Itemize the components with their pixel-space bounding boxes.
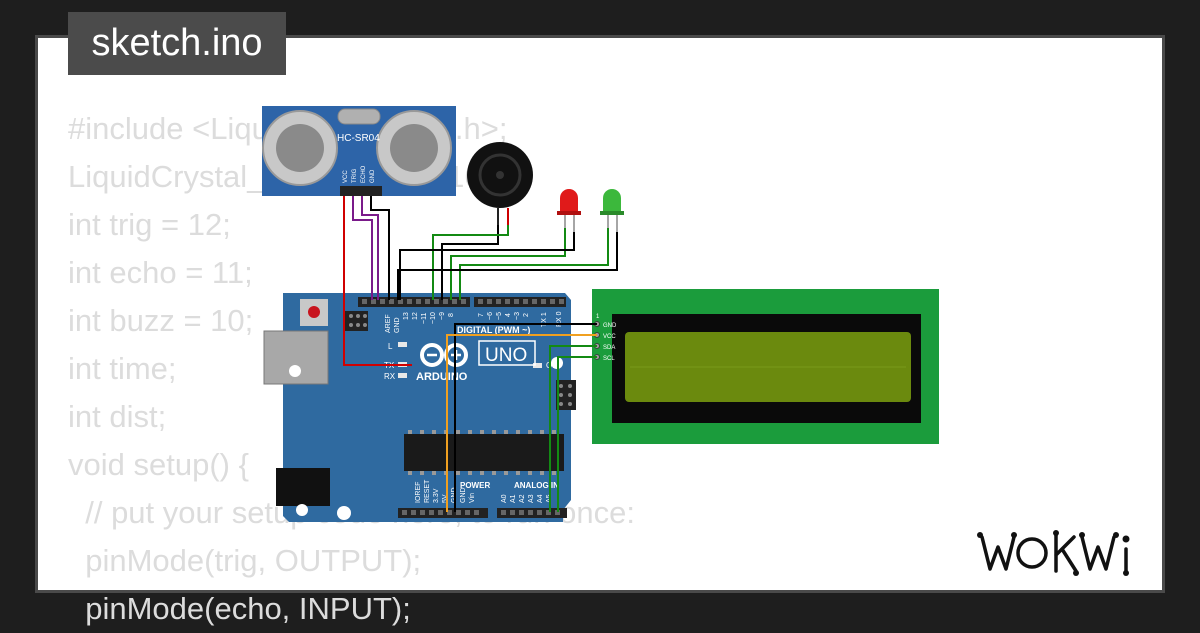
code-line: void setup() {	[68, 447, 249, 482]
pin-label-tx1: TX 1	[541, 312, 548, 327]
power-jack	[276, 468, 330, 506]
led-label-on: ON	[546, 361, 558, 370]
pin-label-11: ~11	[421, 313, 428, 324]
wires	[343, 196, 618, 512]
pin-label-8: 8	[448, 313, 455, 317]
file-tab[interactable]: sketch.ino	[68, 12, 286, 75]
lcd-display[interactable]: 1 GND VCC SDA SCL	[592, 289, 939, 444]
sensor-pin-trig: TRIG	[352, 168, 358, 183]
led-label-l: L	[388, 342, 393, 351]
pin-label-3: ~3	[514, 312, 521, 320]
pin-label-4: 4	[505, 313, 512, 317]
ultrasonic-sensor[interactable]: HC-SR04 VCC TRIG ECHO GND	[262, 106, 456, 196]
code-line: pinMode(echo, INPUT);	[68, 591, 411, 626]
digital-header-label: DIGITAL (PWM ~)	[457, 325, 530, 335]
arduino-uno-board[interactable]: AREF GND 13 12 ~11 ~10 ~9 8 7 ~6 ~5 4 ~3…	[263, 293, 576, 522]
pin-label-9: ~9	[439, 312, 446, 320]
pin-label-5: ~5	[496, 312, 503, 320]
pin-label-aref: AREF	[385, 314, 392, 333]
power-header-label: POWER	[460, 481, 490, 490]
wokwi-logo	[977, 530, 1130, 576]
lcd-pin-one: 1	[596, 314, 600, 320]
wire-vcc	[343, 196, 412, 366]
code-line: int dist;	[68, 399, 167, 434]
arduino-brand-label: ARDUINO	[416, 371, 468, 383]
digital-header-left	[358, 297, 470, 307]
code-line: pinMode(trig, OUTPUT);	[68, 543, 422, 578]
arduino-model-label: UNO	[485, 345, 527, 366]
sensor-pin-echo: ECHO	[361, 165, 367, 183]
lcd-pin-sda: SDA	[603, 345, 615, 351]
digital-header-right	[474, 297, 566, 307]
sensor-pin-vcc: VCC	[343, 170, 349, 183]
atmega-chip	[404, 434, 564, 471]
pin-label-rx0: RX 0	[556, 311, 563, 327]
led-green[interactable]	[600, 189, 624, 232]
pin-label-a1: A1	[510, 494, 517, 503]
code-line: int time;	[68, 351, 177, 386]
sensor-pin-gnd: GND	[370, 169, 376, 183]
sensor-label: HC-SR04	[337, 133, 380, 144]
pin-label-6: ~6	[487, 312, 494, 320]
pin-label-12: 12	[412, 312, 419, 320]
code-line: int buzz = 10;	[68, 303, 254, 338]
led-label-rx: RX	[384, 372, 396, 381]
pin-label-gnd: GND	[394, 317, 401, 333]
code-line: int echo = 11;	[68, 255, 253, 290]
pin-label-13: 13	[403, 312, 410, 320]
pin-label-a0: A0	[501, 494, 508, 503]
pin-label-reset: RESET	[424, 479, 431, 503]
pin-label-3v3: 3.3V	[433, 488, 440, 503]
pin-label-a2: A2	[519, 494, 526, 503]
pin-label-5v: 5V	[442, 494, 449, 503]
code-line: int trig = 12;	[68, 207, 231, 242]
buzzer[interactable]	[467, 142, 533, 225]
pin-label-2: 2	[523, 313, 530, 317]
led-red[interactable]	[557, 189, 581, 232]
pin-label-gnd-2: GND	[460, 487, 467, 503]
pin-label-7: 7	[478, 313, 485, 317]
pin-label-10: ~10	[430, 312, 437, 324]
pin-label-ioref: IOREF	[415, 482, 422, 503]
lcd-pin-gnd: GND	[603, 323, 617, 329]
pin-label-a3: A3	[528, 494, 535, 503]
pin-label-a4: A4	[537, 494, 544, 503]
lcd-pin-scl: SCL	[603, 356, 615, 362]
lcd-pin-vcc: VCC	[603, 334, 616, 340]
analog-header-label: ANALOG IN	[514, 481, 559, 490]
pin-label-vin: Vin	[469, 493, 476, 503]
